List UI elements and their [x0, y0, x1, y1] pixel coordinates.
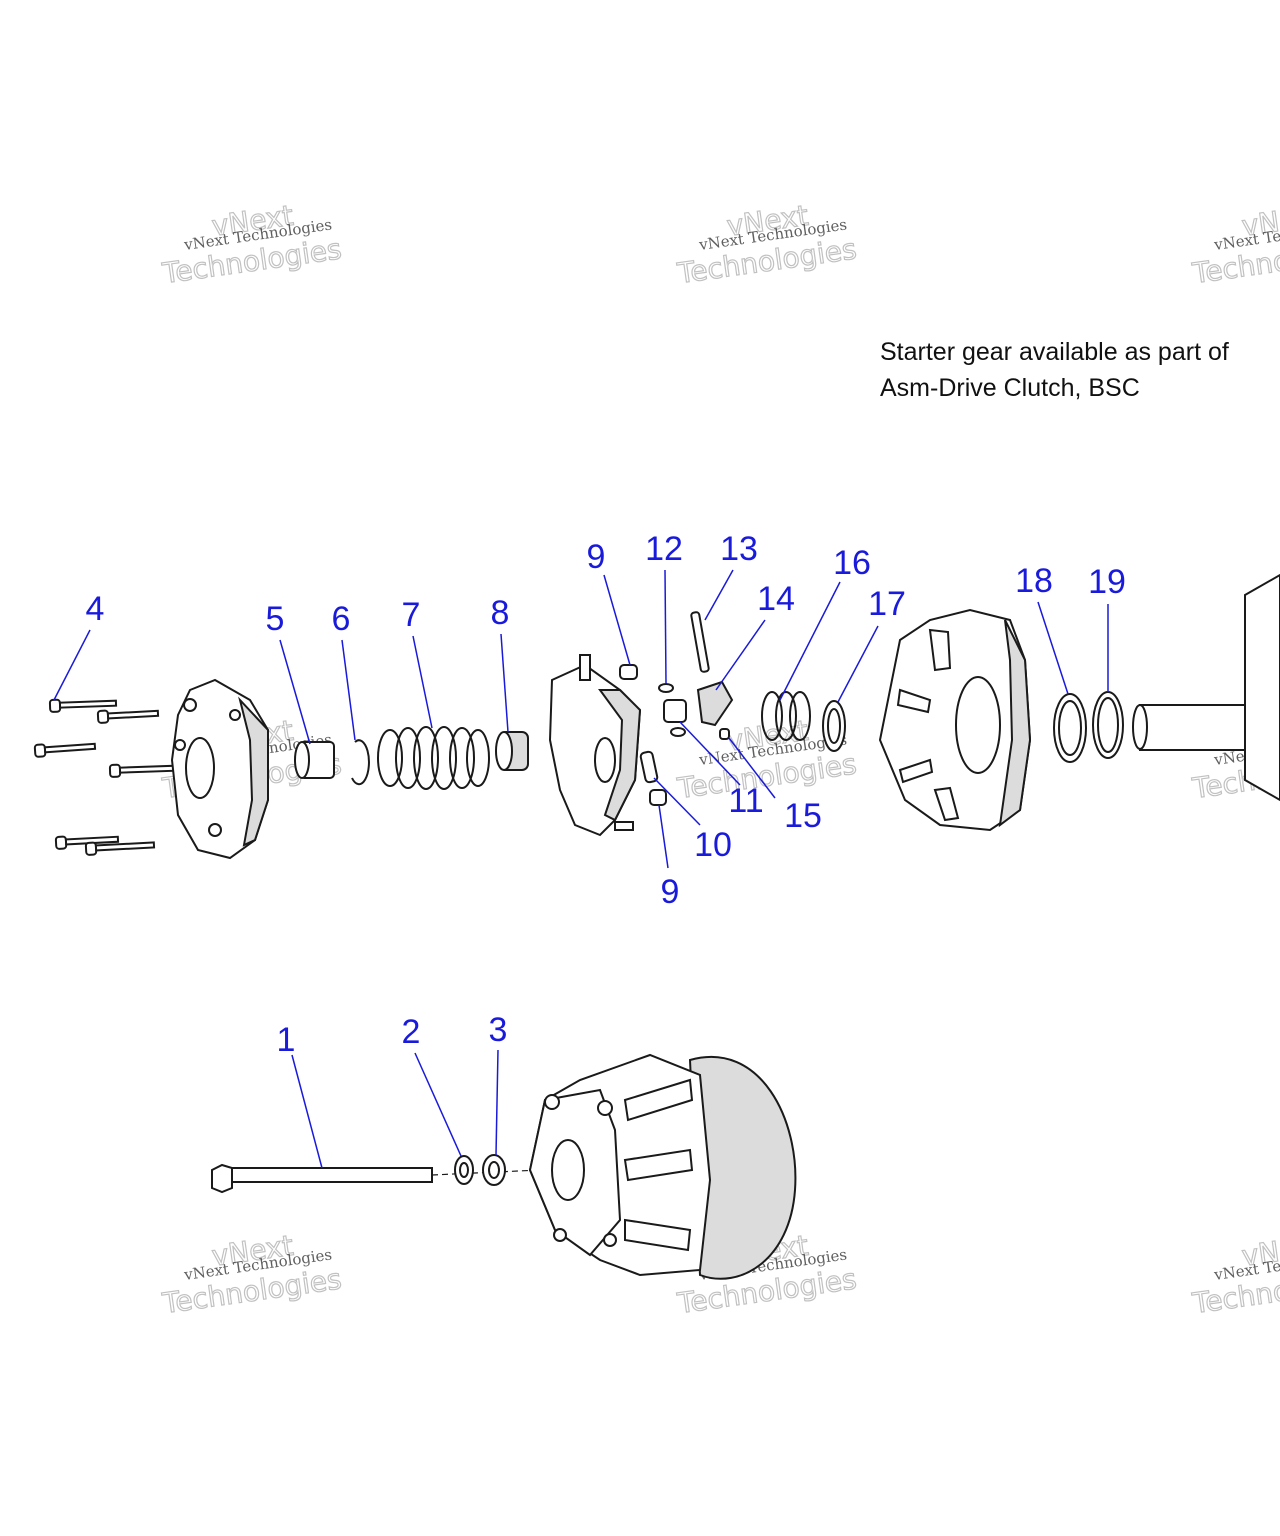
callout-15: 15	[784, 797, 822, 835]
callout-19: 19	[1088, 563, 1126, 601]
callout-3: 3	[489, 1011, 508, 1049]
moveable-sheave	[878, 608, 1032, 832]
assembled-drive-clutch	[528, 1053, 797, 1280]
part-12-washers	[658, 683, 686, 737]
callout-2: 2	[402, 1013, 421, 1051]
callout-17: 17	[868, 585, 906, 623]
callout-8: 8	[491, 594, 510, 632]
part-7-spring	[377, 726, 490, 790]
watermark-top-right: vNext vNext Technologies Technologies	[1189, 198, 1280, 291]
watermark-top-left: vNext vNext Technologies Technologies	[159, 198, 344, 291]
part-13-pin	[690, 611, 710, 673]
callout-12: 12	[645, 530, 683, 568]
part-16-buttons	[761, 691, 811, 741]
part-8-spring-seat	[495, 731, 529, 771]
part-9-roller-top	[619, 664, 638, 680]
leader-lines	[53, 569, 1109, 1169]
watermark-top-center: vNext vNext Technologies Technologies	[674, 198, 859, 291]
part-4-bolts	[33, 698, 182, 856]
watermark-bottom-left: vNext vNext Technologies Technologies	[159, 1228, 344, 1321]
starter-gear-note: Starter gear available as part of Asm-Dr…	[880, 334, 1229, 406]
callout-14: 14	[757, 580, 795, 618]
callout-6: 6	[332, 600, 351, 638]
clutch-cover-plate	[170, 678, 269, 860]
callout-4: 4	[86, 590, 105, 628]
part-2-washer	[454, 1155, 474, 1185]
callout-5: 5	[266, 600, 285, 638]
clutch-spider	[548, 654, 642, 837]
callout-10: 10	[694, 826, 732, 864]
callout-11: 11	[728, 782, 763, 820]
part-18-bushing	[1053, 693, 1087, 763]
callout-labels: 1 2 3 4 5 6 7 8 9 9 10 11 12 13 14 15 16…	[86, 530, 1126, 1059]
part-6-snap-ring	[351, 739, 370, 786]
part-3-spacer	[482, 1154, 506, 1186]
part-11-roller	[663, 699, 687, 723]
part-5-bushing	[294, 741, 335, 779]
callout-7: 7	[402, 596, 421, 634]
callout-9-bottom: 9	[661, 873, 680, 911]
watermark-bottom-right: vNext vNext Technologies Technologies	[1189, 1228, 1280, 1321]
fixed-sheave-shaft	[1132, 573, 1280, 802]
note-line-2: Asm-Drive Clutch, BSC	[880, 374, 1140, 402]
part-14-flyweight	[696, 680, 734, 727]
part-19-bushing	[1092, 691, 1124, 759]
part-9-roller-bottom	[649, 789, 667, 806]
note-line-1: Starter gear available as part of	[880, 338, 1229, 366]
callout-18: 18	[1015, 562, 1053, 600]
callout-1: 1	[277, 1021, 296, 1059]
callout-9-top: 9	[587, 538, 606, 576]
part-10-pin	[639, 750, 659, 784]
callout-13: 13	[720, 530, 758, 568]
part-15-small-pin	[719, 728, 730, 740]
callout-16: 16	[833, 544, 871, 582]
part-17-washer	[822, 700, 846, 752]
